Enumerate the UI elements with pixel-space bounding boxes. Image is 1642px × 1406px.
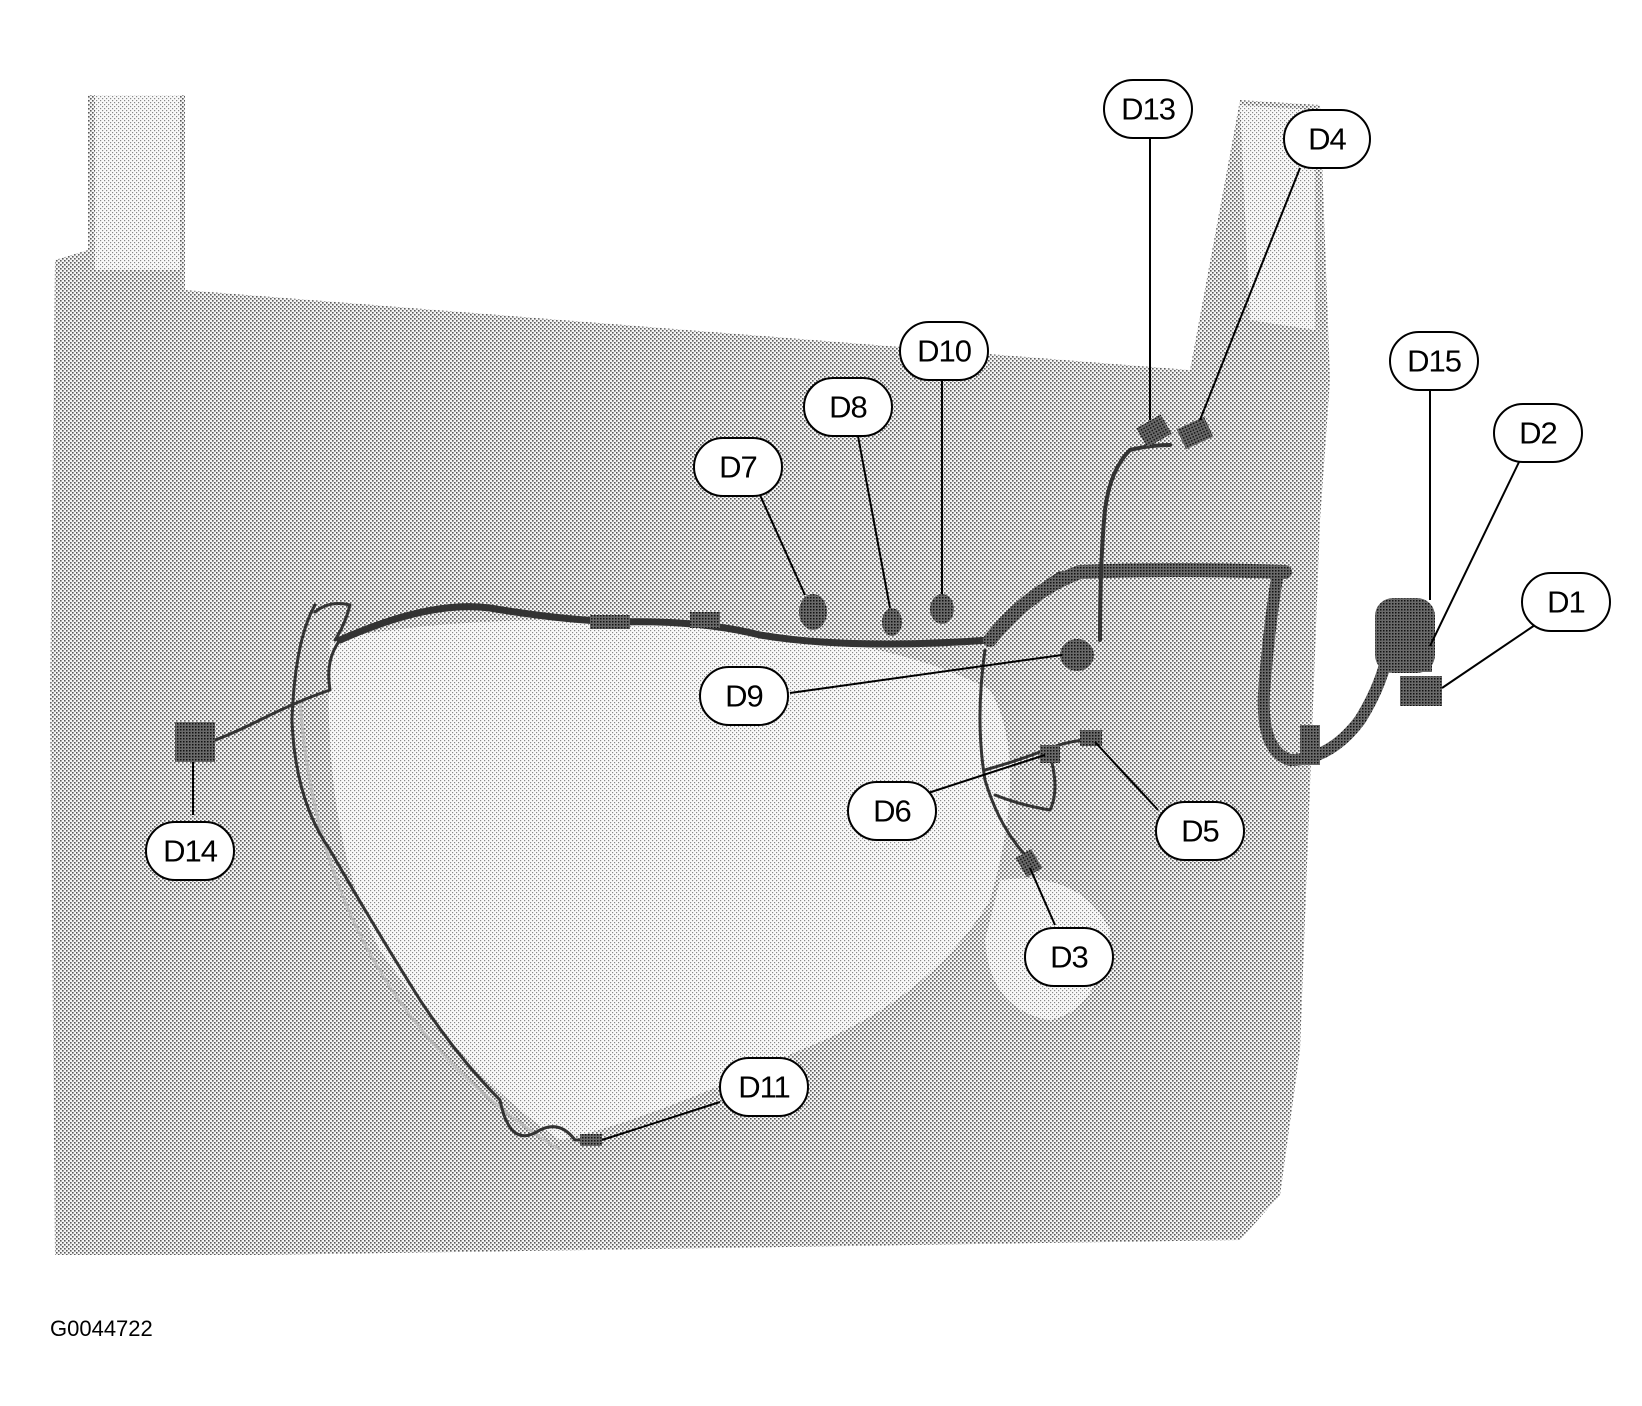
- callout-label: D1: [1547, 585, 1585, 620]
- callout-label: D5: [1181, 814, 1219, 849]
- leader-d11: [601, 1101, 721, 1141]
- leader-d6: [927, 754, 1046, 794]
- callouts: D13 D4 D10 D15 D8 D2: [145, 79, 1611, 1117]
- connector-d3: [1015, 848, 1043, 878]
- connector-d6: [1040, 745, 1060, 763]
- callout-d9: D9: [699, 666, 789, 726]
- callout-label: D4: [1308, 122, 1346, 157]
- leader-d1: [1441, 624, 1536, 689]
- harness-loop-top-left: [313, 602, 352, 642]
- callout-label: D15: [1407, 344, 1461, 379]
- connector-d4: [1176, 416, 1214, 450]
- callout-label: D8: [829, 390, 867, 425]
- leader-d3: [1029, 867, 1056, 926]
- connector-d8: [882, 608, 902, 636]
- leader-d7: [759, 494, 806, 596]
- figure-id: G0044722: [50, 1316, 153, 1341]
- callout-label: D10: [917, 334, 972, 369]
- lower-trim-edge: [298, 699, 561, 1152]
- callout-label: D2: [1519, 416, 1557, 451]
- callout-d13: D13: [1103, 79, 1193, 139]
- callout-label: D7: [719, 450, 757, 485]
- callout-d8: D8: [803, 377, 893, 437]
- connectors: [175, 414, 1442, 1146]
- callout-label: D11: [738, 1070, 790, 1105]
- leader-lines: [192, 138, 1536, 1141]
- callout-label: D6: [873, 794, 911, 829]
- callout-d2: D2: [1493, 403, 1583, 463]
- connector-d11: [580, 1134, 602, 1146]
- callout-d5: D5: [1155, 801, 1245, 861]
- leader-d5: [1094, 741, 1159, 811]
- connector-d2: [1400, 640, 1432, 672]
- callout-d7: D7: [693, 437, 783, 497]
- callout-d1: D1: [1521, 572, 1611, 632]
- leader-d9: [789, 654, 1063, 694]
- leader-d8: [857, 435, 891, 609]
- connector-d14: [175, 722, 215, 762]
- callout-d14: D14: [145, 821, 235, 881]
- connector-d1: [1400, 676, 1442, 706]
- callout-label: D3: [1050, 940, 1088, 975]
- callout-d15: D15: [1389, 331, 1479, 391]
- harness-branch-d3: [978, 648, 1032, 862]
- harness-branch-d11: [290, 603, 602, 1142]
- harness-clip-2: [690, 612, 720, 628]
- callout-label: D13: [1121, 92, 1175, 127]
- callout-d3: D3: [1024, 927, 1114, 987]
- connector-d13: [1136, 414, 1172, 448]
- harness-clip-1: [590, 615, 630, 629]
- harness-drop-right: [1257, 566, 1396, 766]
- callout-label: D9: [725, 679, 763, 714]
- connector-d9: [1060, 639, 1094, 671]
- connector-d5: [1080, 730, 1102, 746]
- leader-d2: [1429, 459, 1521, 647]
- main-harness-heavy: [983, 563, 1292, 647]
- connector-d7: [799, 594, 827, 630]
- door-panel: [50, 95, 1330, 1255]
- wiring-harness: [208, 443, 1396, 1142]
- harness-branch-d13: [1098, 443, 1172, 642]
- inner-panel-cavity: [328, 620, 1010, 1140]
- leader-d4: [1199, 167, 1301, 421]
- callout-d4: D4: [1283, 109, 1371, 169]
- callout-d6: D6: [847, 781, 937, 841]
- harness-branch-d14: [208, 638, 342, 744]
- callout-d10: D10: [899, 321, 989, 381]
- callout-label: D14: [163, 834, 218, 869]
- harness-clip-3: [1300, 725, 1320, 765]
- window-frame-left: [95, 95, 180, 270]
- connector-d10: [930, 594, 954, 624]
- callout-d11: D11: [719, 1057, 809, 1117]
